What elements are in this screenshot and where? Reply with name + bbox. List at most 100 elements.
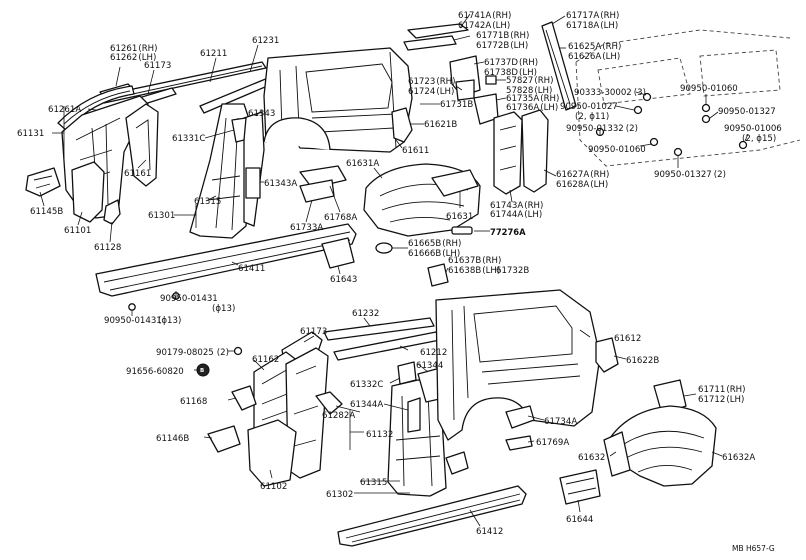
label-61743A: 61743A(RH) (490, 201, 543, 211)
label-61711: 61711(RH) (698, 385, 745, 395)
label-61736A: 61736A(LH) (506, 103, 558, 113)
label-91656: 91656-60820 (126, 367, 184, 377)
label-61612: 61612 (614, 334, 641, 344)
label-61343: 61343 (248, 109, 275, 119)
center-pillar-group (189, 103, 265, 239)
label-61735A: 61735A(RH) (506, 94, 559, 104)
label-61638B: 61638B(LH) (448, 266, 500, 276)
label-61771B: 61771B(RH) (476, 31, 529, 41)
rear-pillar-strip-61717A-detail (545, 29, 571, 105)
leader-61162 (253, 359, 265, 371)
label-61102: 61102 (260, 482, 287, 492)
leader-61637B (445, 267, 449, 273)
leader-61412 (469, 509, 481, 527)
vehicle-roof-outline (575, 29, 791, 63)
label-61625A: 61625A(RH) (568, 42, 621, 52)
label-61631A: 61631A (346, 159, 379, 169)
cowl-side-61145B-details (33, 175, 53, 189)
rocker-bracket-61643 (321, 237, 355, 269)
rocker-61411-details (103, 231, 351, 291)
pillar-patch-61343A (245, 167, 261, 199)
label-57828: 57828(LH) (506, 86, 552, 96)
label-61768A: 61768A (324, 213, 357, 223)
leader-61132 (349, 410, 364, 450)
quarter-panel-61612-details (451, 305, 581, 421)
quarter-window-opening-lower (473, 305, 573, 363)
label-61261: 61261(RH) (110, 44, 157, 54)
label-61724: 61724(LH) (408, 87, 454, 97)
plug-90950-01327b (673, 147, 683, 157)
leader-61344 (417, 363, 429, 373)
label-61343A: 61343A (264, 179, 297, 189)
label-61643: 61643 (330, 275, 357, 285)
rocker-61412-details (345, 493, 521, 543)
leader-61101 (77, 211, 83, 226)
bolt-90179 (233, 346, 243, 356)
label-90333: 90333-30002(3) (574, 88, 646, 98)
wheelhouse-bracket-61768A (299, 165, 347, 189)
label-61161: 61161 (124, 169, 151, 179)
label-77276A: 77276A (490, 227, 526, 237)
leader-61344A (383, 403, 409, 411)
plug-90333 (642, 92, 652, 102)
leader-61741A (459, 13, 471, 29)
leader-61331C (204, 129, 235, 139)
plug-61665B (375, 242, 393, 254)
label-61632A: 61632A (722, 453, 755, 463)
label-61631: 61631 (446, 212, 473, 222)
plug-77276A (451, 226, 473, 235)
label-61302: 61302 (326, 490, 353, 500)
label-61301: 61301 (148, 211, 175, 221)
leader-61161 (137, 159, 147, 169)
label-61232: 61232 (352, 309, 379, 319)
center-pillar-61301-details (207, 117, 241, 231)
vehicle-quarter-window-outline (699, 49, 781, 97)
bracket-61644-details (565, 477, 597, 495)
label-90950-01060a: 90950-01060 (680, 84, 738, 94)
label-61128: 61128 (94, 243, 121, 253)
label-90950-01332: 90950-01332(2) (566, 124, 638, 134)
leader-61717A (551, 15, 566, 25)
label-61621B: 61621B (424, 120, 457, 130)
label-61101: 61101 (64, 226, 91, 236)
label-61627A: 61627A(RH) (556, 170, 609, 180)
center-bracket-61315 (445, 451, 469, 475)
leader-61743A (509, 189, 513, 203)
label-90179: 90179-08025(2) (156, 348, 229, 358)
center-pillar-inner-61332C (397, 361, 417, 385)
label-spec-2-11: (2, ϕ11) (575, 112, 609, 122)
label-61737D: 61737D(RH) (484, 58, 538, 68)
label-61622B: 61622B (626, 356, 659, 366)
bracket-61644 (559, 469, 601, 505)
leader-61261 (115, 66, 121, 87)
label-61769A: 61769A (536, 438, 569, 448)
wheelhouse-bracket-61733A (299, 179, 335, 203)
rear-inner-pillars (403, 21, 577, 195)
label-61411: 61411 (238, 264, 265, 274)
label-61162: 61162 (252, 355, 279, 365)
leader-61343 (255, 109, 263, 117)
vehicle-side-outline (575, 61, 801, 167)
hinge-bracket-61101 (71, 161, 105, 223)
leader-61212 (399, 345, 409, 351)
label-61738D: 61738D(LH) (484, 68, 537, 78)
label-61231: 61231 (252, 36, 279, 46)
leader-61173 (147, 69, 155, 95)
leader-61146B (203, 436, 213, 439)
label-61665B: 61665B(RH) (408, 239, 461, 249)
rear-wheelhouse-61632A (609, 405, 717, 487)
back-pillar-61743A-details (499, 125, 517, 171)
label-61731B: 61731B (440, 100, 473, 110)
leader-61711 (683, 393, 697, 397)
label-61412: 61412 (476, 527, 503, 537)
label-61772B: 61772B(LH) (476, 41, 528, 51)
label-61644: 61644 (566, 515, 593, 525)
leader-61632 (609, 451, 617, 457)
lower-front-group: B (196, 317, 441, 487)
quarter-extension-61622B (595, 337, 619, 373)
back-pillar-61743A (493, 111, 523, 195)
leader-61733A (305, 199, 313, 223)
wheel-arch-61611 (263, 117, 331, 151)
leader-90950-01006 (744, 133, 749, 142)
